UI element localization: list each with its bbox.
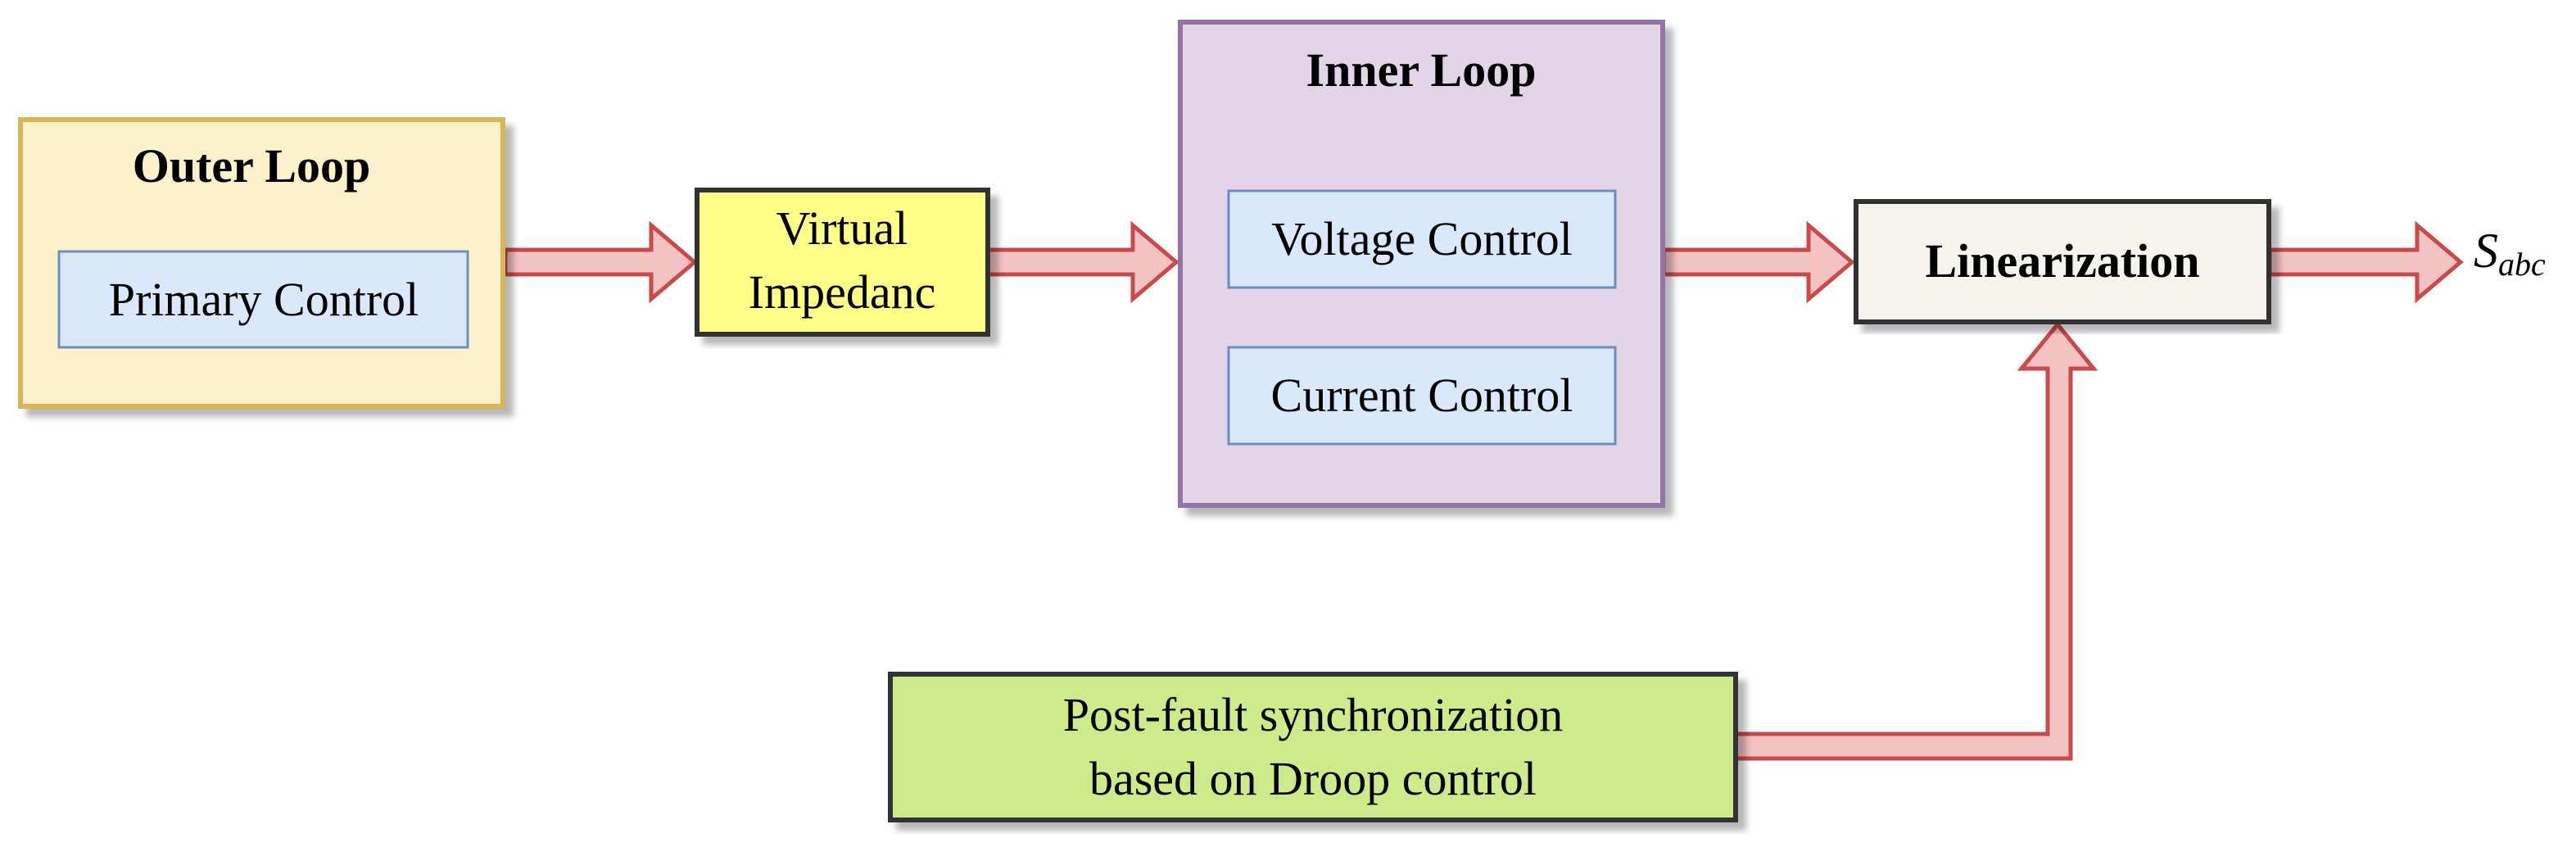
inner-loop-title: Inner Loop — [1306, 43, 1537, 97]
outer-loop-block: Outer Loop Primary Control — [18, 117, 505, 409]
post-fault-line1: Post-fault synchronization — [1063, 688, 1564, 741]
arrow-inner-to-linearization — [1661, 220, 1855, 304]
inner-loop-block: Inner Loop Voltage Control Current Contr… — [1178, 20, 1665, 508]
output-label: Sabc — [2474, 224, 2546, 283]
post-fault-sync-block: Post-fault synchronization based on Droo… — [888, 672, 1738, 822]
voltage-control-block: Voltage Control — [1227, 189, 1617, 289]
voltage-control-label: Voltage Control — [1271, 212, 1573, 265]
output-subscript: abc — [2498, 246, 2546, 283]
current-control-label: Current Control — [1271, 369, 1573, 422]
linearization-label: Linearization — [1925, 234, 2199, 288]
current-control-block: Current Control — [1227, 346, 1617, 446]
virtual-impedance-block: Virtual Impedanc — [695, 188, 990, 337]
virtual-impedance-line2: Impedanc — [749, 265, 936, 319]
arrow-postfault-to-linearization — [1729, 321, 2098, 761]
primary-control-label: Primary Control — [109, 273, 419, 326]
post-fault-line2: based on Droop control — [1089, 752, 1537, 805]
virtual-impedance-line1: Virtual — [776, 202, 908, 255]
outer-loop-title: Outer Loop — [133, 139, 371, 192]
arrow-virtual-to-inner — [985, 220, 1179, 304]
arrow-linearization-to-output — [2267, 220, 2464, 304]
linearization-block: Linearization — [1854, 199, 2271, 324]
arrow-outer-to-virtual — [503, 220, 698, 304]
primary-control-block: Primary Control — [57, 250, 469, 349]
output-symbol: S — [2474, 224, 2498, 278]
